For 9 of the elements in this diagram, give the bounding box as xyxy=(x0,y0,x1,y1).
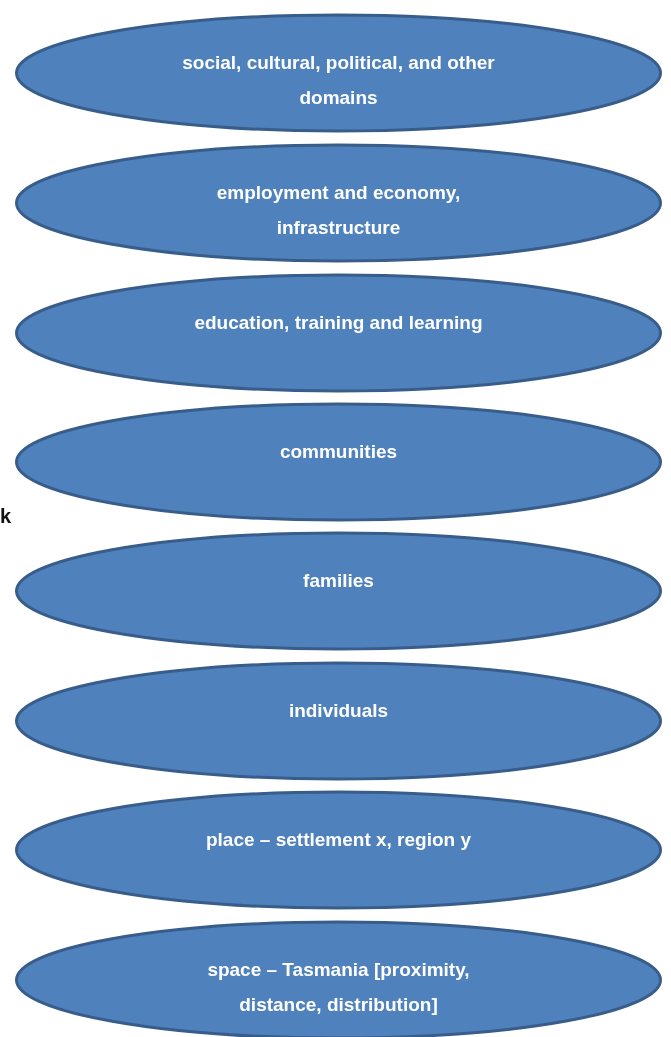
ellipse-label: families xyxy=(302,569,375,593)
ellipse-label: place – settlement x, region y xyxy=(204,828,472,852)
ellipse-label: individuals xyxy=(287,699,390,723)
ellipse-label: space – Tasmania [proximity, distance, distribution] xyxy=(206,958,471,1017)
ellipse-label: social, cultural, political, and other domains xyxy=(181,51,496,110)
ellipse-label: employment and economy, infrastructure xyxy=(215,181,462,240)
ellipse-label: education, training and learning xyxy=(193,311,484,335)
text-fragment: k xyxy=(0,505,12,528)
ellipse-label: communities xyxy=(278,440,399,464)
